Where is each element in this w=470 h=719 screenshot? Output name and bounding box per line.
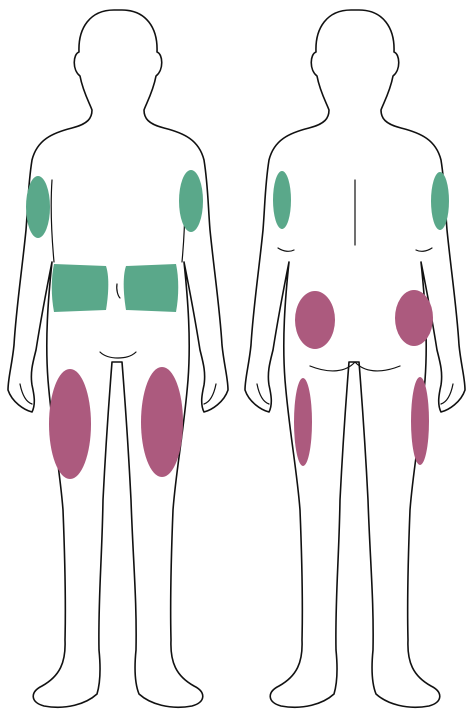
back-buttock-left-zone xyxy=(295,291,335,349)
front-body-outline xyxy=(8,10,228,707)
front-body-figure xyxy=(8,10,228,707)
front-thigh-left-zone xyxy=(141,367,183,477)
back-body-figure xyxy=(245,10,465,707)
front-abdomen-left-zone xyxy=(124,264,179,312)
front-abdomen-right-zone xyxy=(52,264,109,312)
back-thigh-left-zone xyxy=(294,378,312,466)
back-thigh-right-zone xyxy=(411,377,429,465)
back-buttock-right-zone xyxy=(395,290,433,346)
back-body-outline xyxy=(245,10,465,707)
back-upper-arm-right-zone xyxy=(431,172,449,230)
front-thigh-right-zone xyxy=(49,369,91,479)
front-upper-arm-right-zone xyxy=(26,176,50,238)
front-upper-arm-left-zone xyxy=(179,170,203,232)
back-upper-arm-left-zone xyxy=(273,171,291,229)
